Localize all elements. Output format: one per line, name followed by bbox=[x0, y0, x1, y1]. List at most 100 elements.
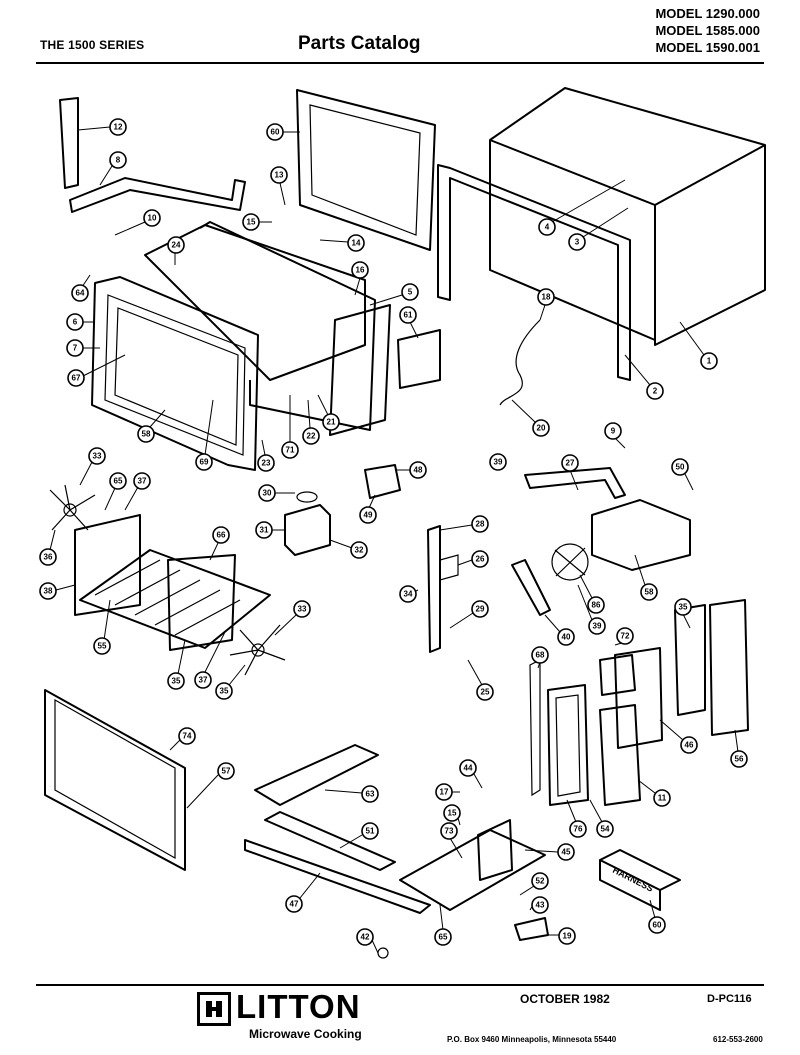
brand-name: LITTON bbox=[236, 988, 361, 1025]
callout-number: 14 bbox=[352, 239, 361, 248]
callout-bubble: 72 bbox=[614, 627, 634, 646]
callout-number: 58 bbox=[645, 588, 654, 597]
callout-number: 39 bbox=[593, 622, 602, 631]
callout-number: 42 bbox=[361, 933, 370, 942]
callout-bubble: 33 bbox=[274, 600, 311, 636]
callout-bubble: 60 bbox=[266, 123, 300, 141]
exploded-parts-diagram: HARNESS 12 8 10 24 64 6 7 67 58 69 60 13… bbox=[39, 87, 766, 959]
callout-bubble: 16 bbox=[351, 261, 369, 296]
callout-bubble: 35 bbox=[674, 598, 692, 629]
publication-date: OCTOBER 1982 bbox=[520, 992, 610, 1006]
callout-bubble: 40 bbox=[544, 614, 575, 646]
callout-bubble: 30 bbox=[258, 484, 295, 502]
callout-bubble: 60 bbox=[648, 899, 666, 934]
callout-number: 74 bbox=[183, 732, 192, 741]
callout-number: 65 bbox=[114, 477, 123, 486]
callout-number: 12 bbox=[114, 123, 123, 132]
callout-bubble: 58 bbox=[137, 409, 166, 443]
callout-bubble: 65 bbox=[434, 904, 452, 946]
callout-bubble: 24 bbox=[167, 236, 185, 265]
callout-number: 21 bbox=[327, 418, 336, 427]
callout-number: 52 bbox=[536, 877, 545, 886]
callout-number: 1 bbox=[707, 357, 712, 366]
callout-bubble: 15 bbox=[242, 213, 272, 231]
callout-bubble: 38 bbox=[39, 582, 76, 600]
callout-number: 44 bbox=[464, 764, 473, 773]
callout-bubble: 61 bbox=[399, 306, 419, 339]
callout-bubble: 31 bbox=[255, 521, 285, 539]
fan-blade bbox=[49, 484, 96, 531]
callout-bubble: 27 bbox=[561, 454, 579, 491]
callout-number: 17 bbox=[440, 788, 449, 797]
callout-number: 66 bbox=[217, 531, 226, 540]
callout-bubble: 35 bbox=[215, 664, 246, 700]
model-number: MODEL 1290.000 bbox=[655, 6, 760, 21]
callout-number: 48 bbox=[414, 466, 423, 475]
callout-bubble: 10 bbox=[114, 209, 161, 236]
callout-number: 15 bbox=[247, 218, 256, 227]
callout-group: 12 8 10 24 64 6 7 67 58 69 60 13 15 14 1… bbox=[39, 118, 748, 954]
callout-bubble: 51 bbox=[339, 822, 379, 849]
callout-bubble: 12 bbox=[77, 118, 127, 136]
callout-bubble: 55 bbox=[93, 599, 111, 655]
callout-bubble: 26 bbox=[457, 550, 489, 568]
callout-bubble: 2 bbox=[624, 354, 664, 400]
callout-bubble: 17 bbox=[435, 783, 460, 801]
company-address: P.O. Box 9460 Minneapolis, Minnesota 554… bbox=[447, 1035, 617, 1044]
callout-bubble: 86 bbox=[579, 574, 605, 614]
callout-bubble: 22 bbox=[302, 399, 320, 445]
callout-number: 15 bbox=[448, 809, 457, 818]
callout-bubble: 76 bbox=[566, 799, 587, 838]
callout-number: 22 bbox=[307, 432, 316, 441]
callout-number: 63 bbox=[366, 790, 375, 799]
callout-bubble: 15 bbox=[443, 804, 461, 826]
callout-number: 86 bbox=[592, 601, 601, 610]
callout-bubble: 67 bbox=[67, 354, 126, 387]
callout-number: 49 bbox=[364, 511, 373, 520]
callout-number: 45 bbox=[562, 848, 571, 857]
callout-bubble: 33 bbox=[79, 447, 106, 486]
callout-bubble: 4 bbox=[538, 179, 626, 236]
callout-number: 34 bbox=[404, 590, 413, 599]
model-list: MODEL 1290.000 MODEL 1585.000 MODEL 1590… bbox=[655, 5, 760, 56]
company-phone: 612-553-2600 bbox=[713, 1035, 763, 1044]
callout-number: 51 bbox=[366, 827, 375, 836]
callout-number: 61 bbox=[404, 311, 413, 320]
callout-bubble: 50 bbox=[671, 458, 694, 491]
callout-bubble: 37 bbox=[124, 472, 151, 511]
callout-bubble: 3 bbox=[568, 207, 629, 251]
callout-number: 3 bbox=[575, 238, 580, 247]
callout-bubble: 6 bbox=[66, 313, 95, 331]
callout-bubble: 9 bbox=[604, 422, 626, 449]
callout-bubble: 46 bbox=[659, 719, 698, 754]
callout-number: 58 bbox=[142, 430, 151, 439]
callout-number: 10 bbox=[148, 214, 157, 223]
callout-number: 60 bbox=[653, 921, 662, 930]
callout-bubble: 36 bbox=[39, 529, 57, 566]
callout-bubble: 18 bbox=[537, 288, 555, 321]
callout-bubble: 42 bbox=[356, 928, 379, 954]
callout-number: 4 bbox=[545, 223, 550, 232]
callout-number: 72 bbox=[621, 632, 630, 641]
callout-bubble: 13 bbox=[270, 166, 288, 206]
callout-bubble: 68 bbox=[531, 646, 549, 669]
litton-logo-mark bbox=[197, 992, 231, 1026]
fan-blade bbox=[229, 624, 286, 676]
callout-bubble: 43 bbox=[529, 896, 549, 914]
part-outlines bbox=[44, 87, 766, 959]
brand-tagline: Microwave Cooking bbox=[249, 1027, 362, 1041]
callout-number: 26 bbox=[476, 555, 485, 564]
callout-bubble: 57 bbox=[186, 762, 235, 809]
callout-bubble: 63 bbox=[324, 785, 379, 803]
callout-number: 35 bbox=[220, 687, 229, 696]
callout-number: 2 bbox=[653, 387, 658, 396]
callout-bubble: 5 bbox=[369, 283, 419, 306]
page-title: Parts Catalog bbox=[298, 33, 421, 54]
callout-bubble: 7 bbox=[66, 339, 100, 357]
callout-number: 60 bbox=[271, 128, 280, 137]
series-name: THE 1500 SERIES bbox=[40, 38, 145, 52]
callout-number: 9 bbox=[611, 427, 616, 436]
callout-number: 23 bbox=[262, 459, 271, 468]
callout-number: 57 bbox=[222, 767, 231, 776]
header-rule bbox=[36, 62, 764, 64]
